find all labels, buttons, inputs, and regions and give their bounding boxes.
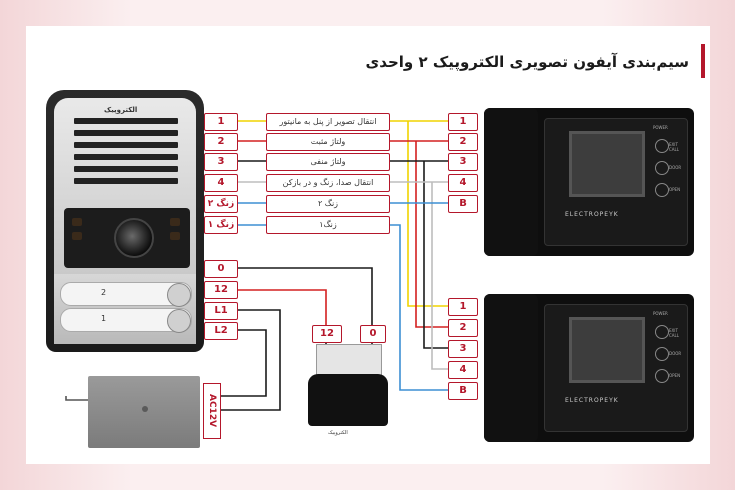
terminal-desc-2: ولتاژ مثبت xyxy=(266,133,390,151)
terminal-desc-bell-1: زنگ۱ xyxy=(266,216,390,234)
monitor-screen xyxy=(569,317,645,383)
terminal-desc-3: ولتاژ منفی xyxy=(266,153,390,171)
panel-terminal-1: 1 xyxy=(204,113,238,131)
ir-led-icon xyxy=(72,218,82,226)
monitor1-terminal-3: 3 xyxy=(448,153,478,171)
push-button-icon xyxy=(167,283,191,307)
monitor-face: ELECTROPEYK POWER EXIT CALL DOOR OPEN xyxy=(544,118,688,246)
ir-led-icon xyxy=(72,232,82,240)
monitor2-terminal-b: B xyxy=(448,382,478,400)
lock-logo: الکتروپیک xyxy=(328,430,348,436)
power-label: POWER xyxy=(653,311,668,316)
ir-led-icon xyxy=(170,232,180,240)
ir-led-icon xyxy=(170,218,180,226)
panel-power-terminal-l2: L2 xyxy=(204,322,238,340)
monitor2-terminal-1: 1 xyxy=(448,298,478,316)
camera-lens-icon xyxy=(114,218,154,258)
monitor2-terminal-2: 2 xyxy=(448,319,478,337)
panel-power-terminal-12: 12 xyxy=(204,281,238,299)
title-accent-bar xyxy=(701,44,705,78)
bell-number: 1 xyxy=(101,314,107,323)
door-panel-bell-section: 2 1 xyxy=(54,274,196,344)
monitor1-terminal-4: 4 xyxy=(448,174,478,192)
exit-call-label: EXIT CALL xyxy=(669,328,679,338)
panel-terminal-bell-1: زنگ ۱ xyxy=(204,216,238,234)
bell-button-2: 2 xyxy=(60,282,192,307)
monitor-brand: ELECTROPEYK xyxy=(565,397,619,404)
handset-icon xyxy=(484,108,538,256)
lock-terminal-0: 0 xyxy=(360,325,386,343)
terminal-desc-1: انتقال تصویر از پنل به مانیتور xyxy=(266,113,390,131)
video-monitor-1: ELECTROPEYK POWER EXIT CALL DOOR OPEN xyxy=(484,108,694,256)
panel-terminal-2: 2 xyxy=(204,133,238,151)
monitor2-terminal-3: 3 xyxy=(448,340,478,358)
open-button-icon xyxy=(655,183,669,197)
door-panel: الکتروپیک 2 1 xyxy=(46,90,204,352)
electric-door-lock: الکتروپیک xyxy=(306,344,392,436)
monitor1-terminal-1: 1 xyxy=(448,113,478,131)
monitor-screen xyxy=(569,131,645,197)
door-panel-logo: الکتروپیک xyxy=(104,106,138,114)
door-button-icon xyxy=(655,161,669,175)
terminal-desc-4: انتقال صدا، زنگ و در بازکن xyxy=(266,174,390,192)
exit-call-button-icon xyxy=(655,139,669,153)
door-button-icon xyxy=(655,347,669,361)
monitor-face: ELECTROPEYK POWER EXIT CALL DOOR OPEN xyxy=(544,304,688,432)
exit-call-button-icon xyxy=(655,325,669,339)
handset-icon xyxy=(484,294,538,442)
monitor1-terminal-b: B xyxy=(448,195,478,213)
lock-terminal-12: 12 xyxy=(312,325,342,343)
screw-icon xyxy=(142,406,148,412)
exit-call-label: EXIT CALL xyxy=(669,142,679,152)
door-label: DOOR xyxy=(669,165,682,170)
panel-terminal-4: 4 xyxy=(204,174,238,192)
monitor2-terminal-4: 4 xyxy=(448,361,478,379)
panel-power-terminal-0: 0 xyxy=(204,260,238,278)
monitor1-terminal-2: 2 xyxy=(448,133,478,151)
power-supply xyxy=(88,376,200,448)
bell-number: 2 xyxy=(101,288,107,297)
video-monitor-2: ELECTROPEYK POWER EXIT CALL DOOR OPEN xyxy=(484,294,694,442)
panel-terminal-bell-2: زنگ ۲ xyxy=(204,195,238,213)
lock-body xyxy=(308,374,388,426)
open-label: OPEN xyxy=(669,187,681,192)
open-label: OPEN xyxy=(669,373,681,378)
open-button-icon xyxy=(655,369,669,383)
power-label: POWER xyxy=(653,125,668,130)
lock-terminal-block xyxy=(316,344,382,378)
bell-button-1: 1 xyxy=(60,308,192,333)
diagram-title: سیم‌بندی آیفون تصویری الکتروپیک ۲ واحدی xyxy=(365,53,689,71)
psu-voltage-label: AC12V xyxy=(203,383,221,439)
panel-power-terminal-l1: L1 xyxy=(204,302,238,320)
panel-terminal-3: 3 xyxy=(204,153,238,171)
terminal-desc-bell-2: زنگ ۲ xyxy=(266,195,390,213)
monitor-brand: ELECTROPEYK xyxy=(565,211,619,218)
push-button-icon xyxy=(167,309,191,333)
camera-module xyxy=(64,208,190,268)
door-panel-face: الکتروپیک xyxy=(54,98,196,274)
door-label: DOOR xyxy=(669,351,682,356)
speaker-grille xyxy=(74,118,178,196)
